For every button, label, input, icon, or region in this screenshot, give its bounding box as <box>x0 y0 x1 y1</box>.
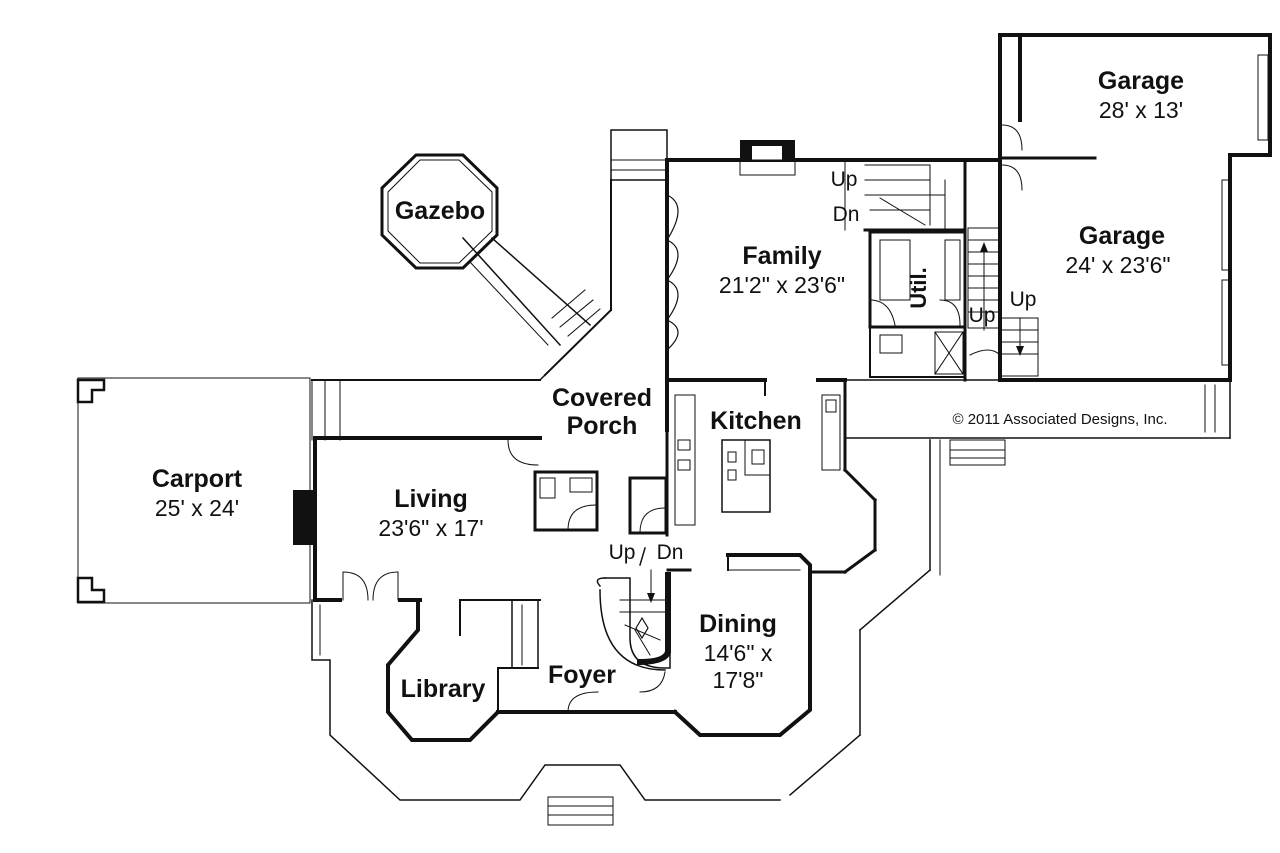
interior-walls <box>665 428 812 574</box>
garage-main-dims: 24' x 23'6" <box>1065 252 1171 278</box>
foyer-stair <box>596 547 671 671</box>
dining-name: Dining <box>699 610 777 638</box>
garage-top-dims: 28' x 13' <box>1098 97 1184 123</box>
family-name: Family <box>742 242 822 270</box>
carport-structure <box>76 377 313 604</box>
carport-name: Carport <box>151 465 243 493</box>
covered-porch-name: Covered Porch <box>551 384 653 440</box>
gazebo-structure <box>380 153 601 347</box>
covered-porch-walls <box>311 129 668 441</box>
family-stair-dn-label: Dn <box>832 203 860 226</box>
dining-dims-line1: 14'6" x <box>703 640 773 666</box>
garage-main-name: Garage <box>1078 222 1166 250</box>
side-porch <box>788 379 1231 797</box>
living-room-walls <box>313 436 668 602</box>
gazebo-name: Gazebo <box>394 197 486 225</box>
foyer-stair-dn-label: Dn <box>656 541 684 564</box>
family-dims: 21'2" x 23'6" <box>718 272 846 298</box>
library-walls <box>386 598 677 742</box>
foyer-name: Foyer <box>547 661 617 689</box>
carport-dims: 25' x 24' <box>154 495 240 521</box>
garage-top-name: Garage <box>1097 67 1185 95</box>
foyer-stair-up-label: Up <box>608 541 636 564</box>
util-stair-up-label: Up <box>968 304 996 327</box>
garage-stair-up-label: Up <box>1009 288 1037 311</box>
living-name: Living <box>394 485 468 513</box>
copyright-notice: © 2011 Associated Designs, Inc. <box>952 411 1168 428</box>
dining-room-walls <box>639 553 812 737</box>
kitchen-walls <box>665 378 878 575</box>
dining-dims-line2: 17'8" <box>712 667 764 693</box>
kitchen-name: Kitchen <box>710 407 802 435</box>
family-stair-up-label: Up <box>830 168 858 191</box>
front-porch <box>311 599 781 826</box>
utility-room-walls <box>868 230 967 378</box>
library-name: Library <box>400 675 486 703</box>
util-name: Util. <box>905 267 931 309</box>
living-dims: 23'6" x 17' <box>378 515 484 541</box>
